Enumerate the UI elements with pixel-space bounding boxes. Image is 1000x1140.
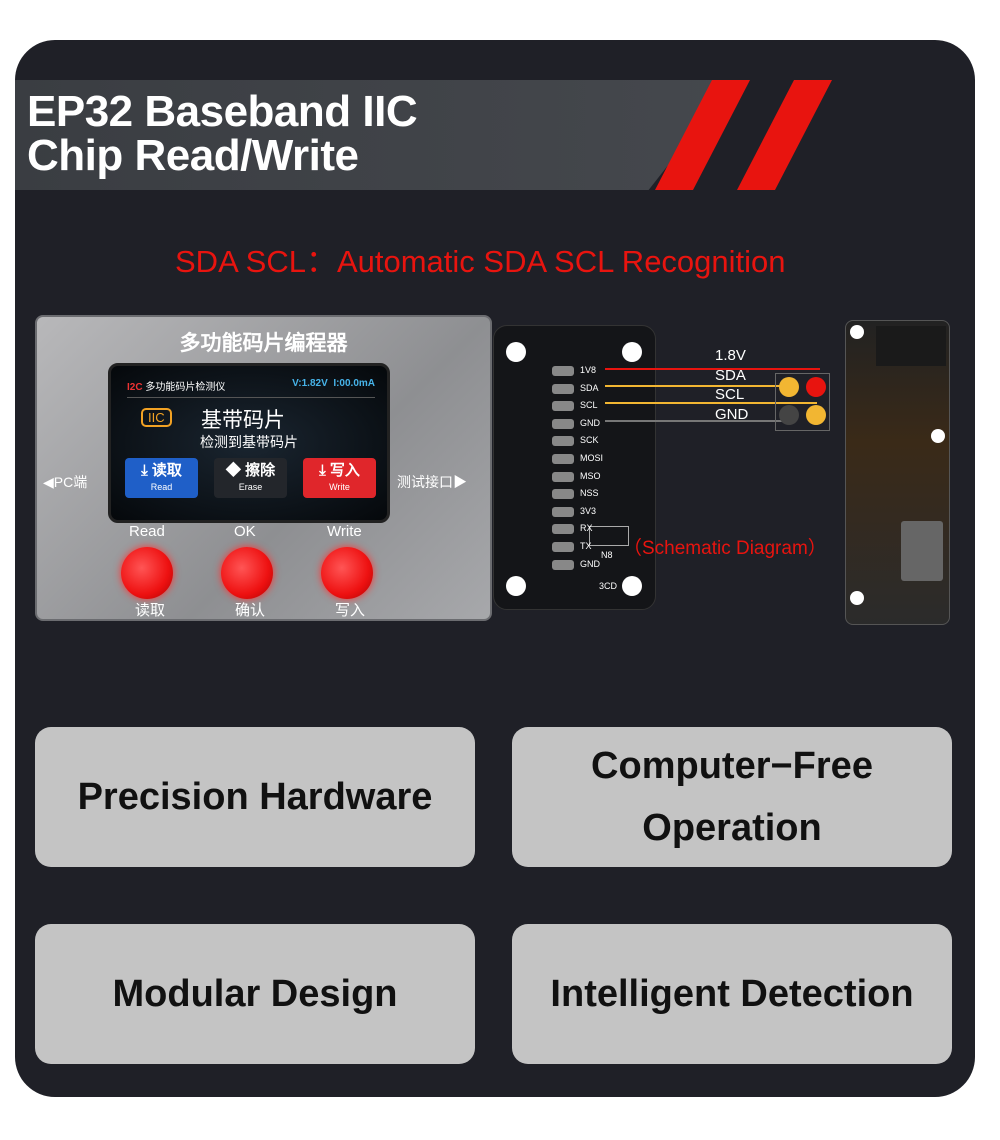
key-label: 读取 [135, 602, 166, 619]
key-label: Read [129, 523, 165, 540]
eraser-icon: ◆ [225, 462, 241, 479]
pin-label: 3V3 [580, 505, 597, 516]
socket-label: N8 [601, 550, 613, 560]
adapter-pin [552, 542, 574, 552]
pin-label: 1V8 [580, 365, 597, 375]
pin-label: GND [580, 558, 600, 569]
app-name: 多功能码片检测仪 [145, 382, 226, 393]
wire-1v8 [605, 368, 820, 370]
red-stripe-decoration [737, 80, 832, 190]
pin-label: SCK [580, 435, 599, 446]
wire-label: 1.8V [715, 347, 746, 364]
pin-label: GND [580, 417, 600, 428]
write-key[interactable] [321, 547, 373, 599]
board-label: 3CD [599, 581, 618, 591]
adapter-pin [552, 454, 574, 464]
adapter-pin [552, 366, 574, 376]
pc-port-label: ◀PC端 [43, 474, 88, 490]
device-title: 多功能码片编程器 [179, 332, 348, 355]
pin-label: NSS [580, 488, 599, 499]
wire-label: SDA [715, 367, 746, 384]
current-readout: I:00.0mA [333, 378, 375, 389]
pin-label: MSO [580, 470, 601, 481]
key-label: 确认 [235, 602, 266, 619]
voltage-readout: V:1.82V [292, 378, 328, 389]
adapter-pin [552, 436, 574, 447]
wire-sda [605, 385, 790, 387]
adapter-pin [552, 418, 574, 429]
pin-label: TX [580, 541, 592, 551]
ok-key[interactable] [221, 547, 273, 599]
adapter-pin [552, 559, 574, 570]
wire-label: GND [715, 406, 749, 423]
key-label: 写入 [335, 602, 366, 619]
feature-card: Intelligent Detection [512, 924, 952, 1064]
feature-card: Precision Hardware [35, 727, 475, 867]
i2c-logo: I2C [127, 382, 143, 393]
pin-label: SCL [580, 400, 598, 411]
header-band [15, 80, 735, 190]
connector-pads [775, 373, 830, 431]
adapter-pin [552, 489, 574, 500]
device-screen: I2C 多功能码片检测仪 V:1.82V I:00.0mA IIC 基带码片 检测… [108, 363, 390, 523]
adapter-pin [552, 401, 574, 412]
key-label: Write [327, 523, 362, 540]
test-port-label: 测试接口▶ [397, 474, 467, 490]
wire-label: SCL [715, 386, 745, 403]
detect-status: 检测到基带码片 [200, 434, 298, 450]
schematic-label: （Schematic Diagram） [623, 538, 827, 559]
adapter-pin [552, 471, 574, 482]
wire-gnd [605, 420, 790, 422]
phone-logic-board [845, 320, 950, 625]
n8-socket [589, 526, 629, 546]
chip-type: 基带码片 [201, 409, 285, 432]
pin-label: MOSI [580, 453, 604, 463]
wire-scl [605, 402, 817, 404]
download-icon: ⤓ [319, 462, 326, 479]
adapter-pin [552, 383, 574, 394]
feature-card: Computer−Free Operation [512, 727, 952, 867]
iic-badge: IIC [141, 408, 172, 427]
programmer-device: 多功能码片编程器 ◀PC端 测试接口▶ I2C 多功能码片检测仪 V:1.82V … [35, 315, 492, 621]
pin-label: RX [580, 523, 593, 534]
key-label: OK [234, 523, 256, 540]
adapter-pin [552, 506, 574, 517]
read-key[interactable] [121, 547, 173, 599]
subtitle: SDA SCL：Automatic SDA SCL Recognition [175, 244, 786, 279]
adapter-pin [552, 524, 574, 535]
feature-card: Modular Design [35, 924, 475, 1064]
pin-label: SDA [580, 382, 599, 393]
download-icon: ⤓ [141, 462, 148, 479]
